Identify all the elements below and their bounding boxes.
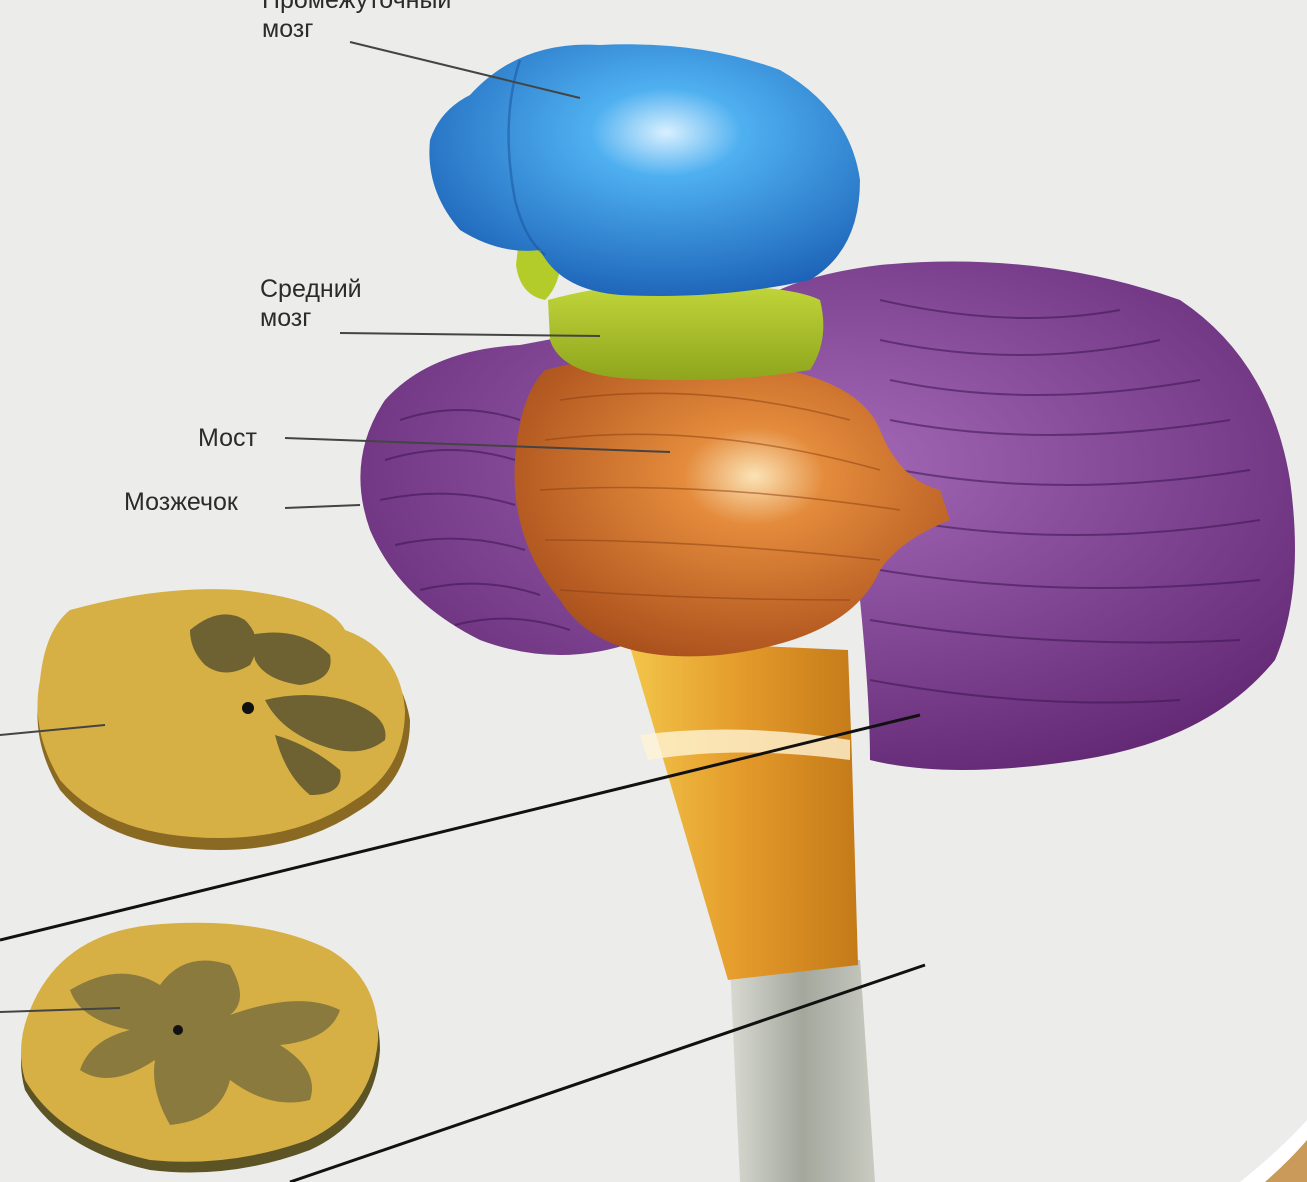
- label-diencephalon: Промежуточный мозг: [262, 0, 451, 44]
- medulla-cross-section: [38, 589, 411, 850]
- spinal-cord-cross-section: [21, 923, 380, 1173]
- medulla-oblongata: [628, 640, 858, 980]
- label-cerebellum: Мозжечок: [124, 488, 238, 517]
- label-pons: Мост: [198, 424, 257, 453]
- label-midbrain: Средний мозг: [260, 275, 362, 333]
- spinal-cord: [730, 960, 875, 1182]
- diencephalon: [429, 44, 860, 296]
- midbrain: [548, 284, 823, 380]
